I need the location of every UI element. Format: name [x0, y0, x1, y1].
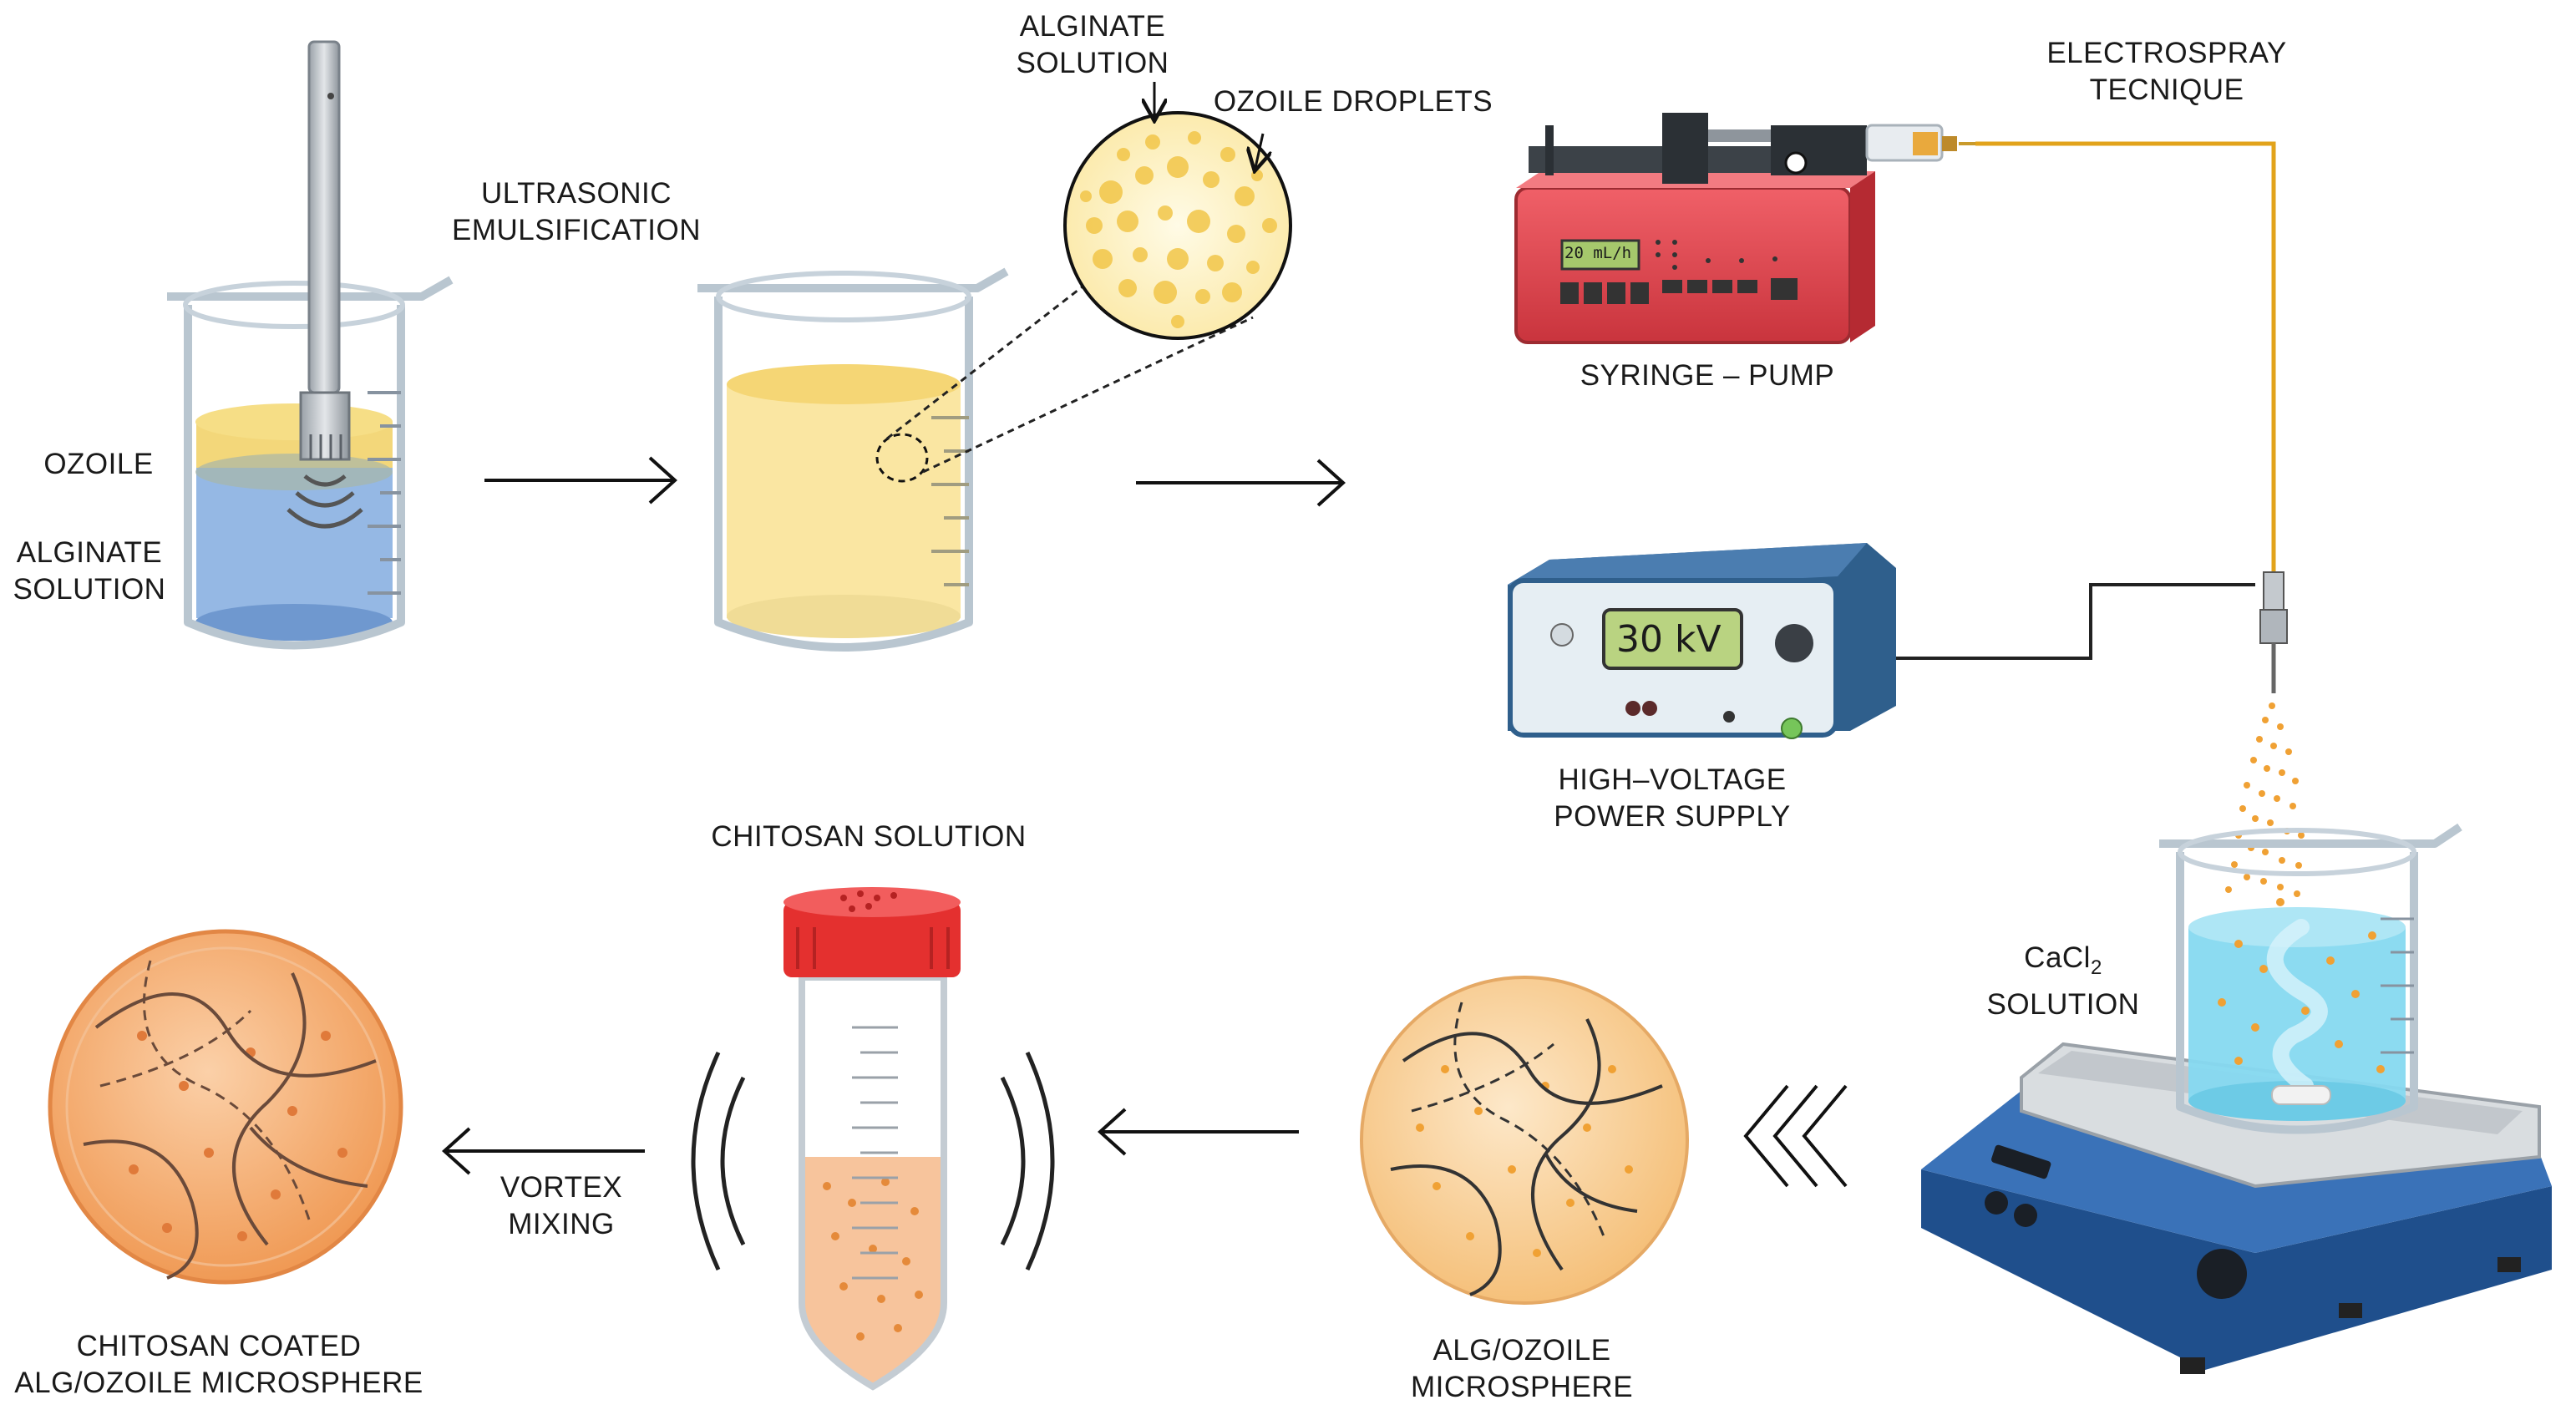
label-ozoile-droplets: OZOILE DROPLETS [1213, 85, 1493, 118]
label-chitosan-solution: CHITOSAN SOLUTION [711, 820, 1027, 853]
electrospray-nozzle [2259, 571, 2288, 693]
label-chitosan-coated-microsphere: CHITOSAN COATED ALG/OZOILE MICROSPHERE [14, 1330, 423, 1399]
chevron-arrows [1743, 1084, 1848, 1188]
label-cacl2-solution: CaCl2 SOLUTION [1986, 941, 2140, 1021]
high-voltage-cable [1896, 583, 2255, 660]
label-vortex-mixing: VORTEX MIXING [499, 1171, 623, 1240]
label-ozoile: OZOILE [43, 448, 154, 480]
power-supply [1508, 543, 1896, 739]
label-syringe-pump: SYRINGE – PUMP [1580, 359, 1835, 392]
pump-display-text: 20 mL/h [1564, 244, 1632, 262]
droplet-zoom-circle [1063, 82, 1292, 340]
emulsion-beaker [697, 267, 1254, 652]
electrospray-tubing [1975, 141, 2276, 576]
chitosan-tube [691, 887, 1055, 1391]
label-alginate-solution: ALGINATE SOLUTION [13, 536, 166, 606]
label-electrospray-technique: ELECTROSPRAY TECNIQUE [2046, 37, 2287, 106]
voltage-display-text: 30 kV [1616, 618, 1722, 661]
ultrasonic-beaker [167, 40, 454, 650]
chitosan-coated-microsphere [48, 929, 403, 1285]
label-ultrasonic-emulsification: ULTRASONIC EMULSIFICATION [451, 177, 702, 246]
label-high-voltage-power-supply: HIGH–VOLTAGE POWER SUPPLY [1554, 763, 1791, 833]
cacl2-beaker [2159, 823, 2462, 1134]
spray-droplets [2225, 702, 2305, 897]
label-alginate-solution-zoom: ALGINATE SOLUTION [1016, 10, 1169, 79]
alg-ozoile-microsphere [1360, 976, 1689, 1305]
syringe-pump [1514, 113, 1975, 344]
label-alg-ozoile-microsphere: ALG/OZOILE MICROSPHERE [1410, 1334, 1634, 1403]
